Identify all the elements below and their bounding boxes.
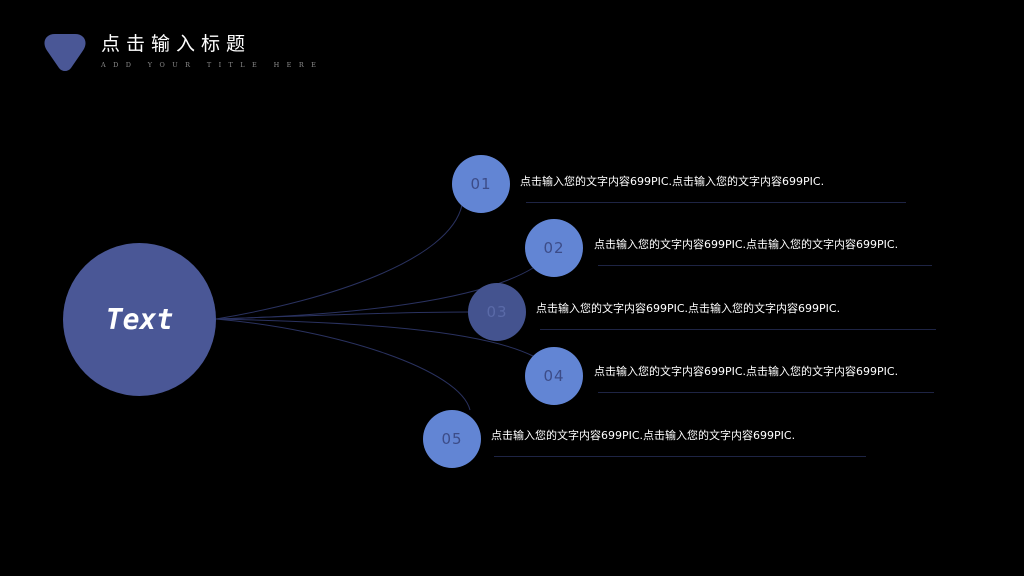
connector-line-04	[215, 318, 534, 357]
hub-circle: Text	[63, 243, 216, 396]
node-circle-05: 05	[423, 410, 481, 468]
page-subtitle: ADD YOUR TITLE HERE	[101, 61, 324, 69]
node-text-03: 点击输入您的文字内容699PIC.点击输入您的文字内容699PIC.	[536, 302, 841, 315]
logo-shape-icon	[44, 34, 86, 71]
node-underline-02	[598, 265, 932, 266]
node-circle-03: 03	[468, 283, 526, 341]
node-underline-03	[540, 329, 936, 330]
node-number-02: 02	[543, 239, 565, 257]
node-text-01: 点击输入您的文字内容699PIC.点击输入您的文字内容699PIC.	[520, 175, 825, 188]
node-number-01: 01	[470, 175, 492, 193]
connector-line-05	[215, 318, 471, 411]
node-circle-01: 01	[452, 155, 510, 213]
node-text-02: 点击输入您的文字内容699PIC.点击输入您的文字内容699PIC.	[594, 238, 899, 251]
connector-line-01	[215, 204, 463, 320]
node-number-03: 03	[486, 303, 508, 321]
node-text-05: 点击输入您的文字内容699PIC.点击输入您的文字内容699PIC.	[491, 429, 796, 442]
node-underline-01	[526, 202, 906, 203]
connector-line-03	[215, 311, 471, 320]
node-number-05: 05	[441, 430, 463, 448]
page-title: 点击输入标题	[101, 33, 252, 55]
node-circle-04: 04	[525, 347, 583, 405]
node-underline-04	[598, 392, 934, 393]
node-number-04: 04	[543, 367, 565, 385]
logo-shape-path	[44, 34, 86, 71]
node-circle-02: 02	[525, 219, 583, 277]
node-text-04: 点击输入您的文字内容699PIC.点击输入您的文字内容699PIC.	[594, 365, 899, 378]
node-underline-05	[494, 456, 866, 457]
hub-label: Text	[105, 303, 174, 336]
